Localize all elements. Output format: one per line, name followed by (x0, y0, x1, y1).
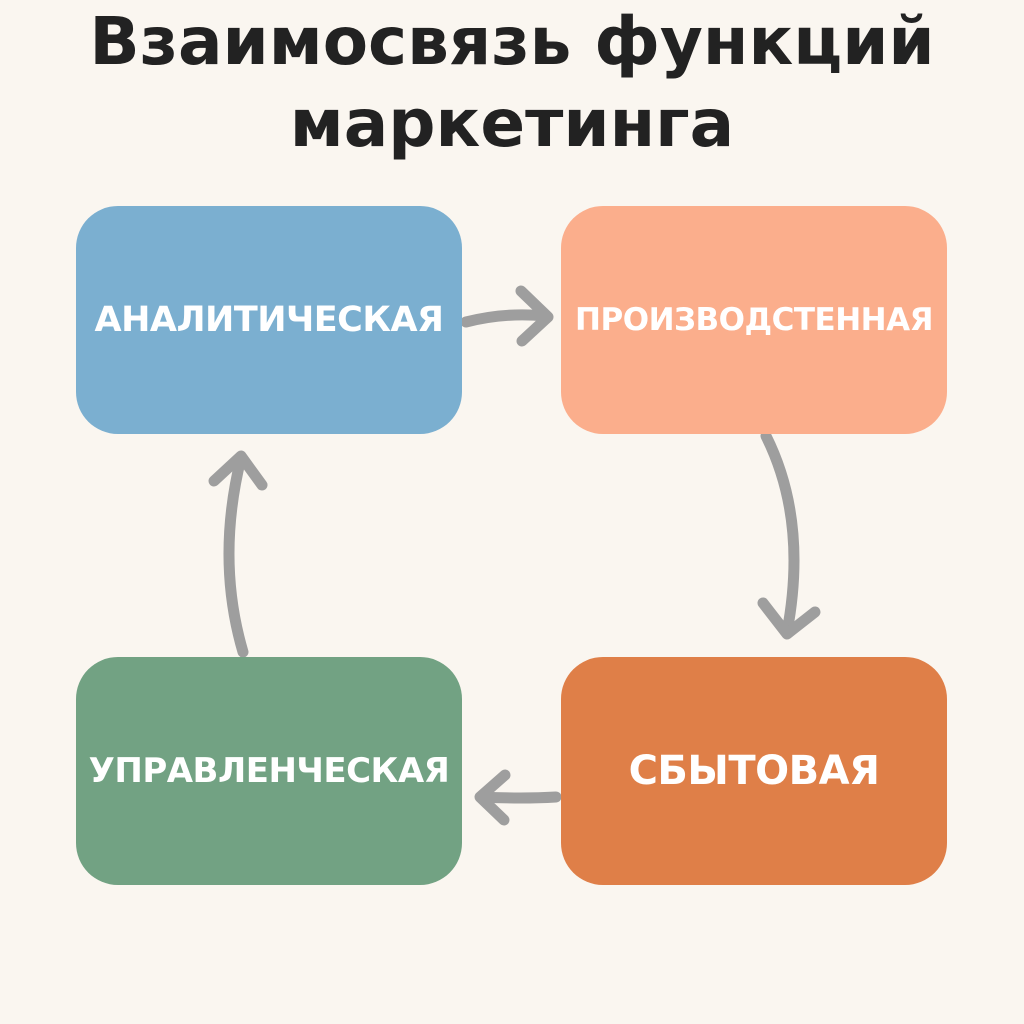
diagram-title: Взаимосвязь функций маркетинга (0, 0, 1024, 165)
title-line-2: маркетинга (289, 85, 735, 162)
node-production: ПРОИЗВОДСТЕННАЯ (561, 206, 947, 434)
node-sales-label: СБЫТОВАЯ (628, 748, 880, 794)
arrow-sales-to-management (474, 769, 562, 826)
node-management: УПРАВЛЕНЧЕСКАЯ (76, 657, 462, 885)
node-analytic: АНАЛИТИЧЕСКАЯ (76, 206, 462, 434)
title-line-1: Взаимосвязь функций (89, 3, 935, 80)
arrow-management-to-analytic (208, 450, 268, 658)
node-sales: СБЫТОВАЯ (561, 657, 947, 885)
arrow-production-to-sales (757, 430, 821, 640)
node-production-label: ПРОИЗВОДСТЕННАЯ (575, 302, 933, 338)
arrow-analytic-to-production (460, 285, 554, 347)
node-analytic-label: АНАЛИТИЧЕСКАЯ (94, 300, 444, 340)
node-management-label: УПРАВЛЕНЧЕСКАЯ (88, 751, 450, 791)
